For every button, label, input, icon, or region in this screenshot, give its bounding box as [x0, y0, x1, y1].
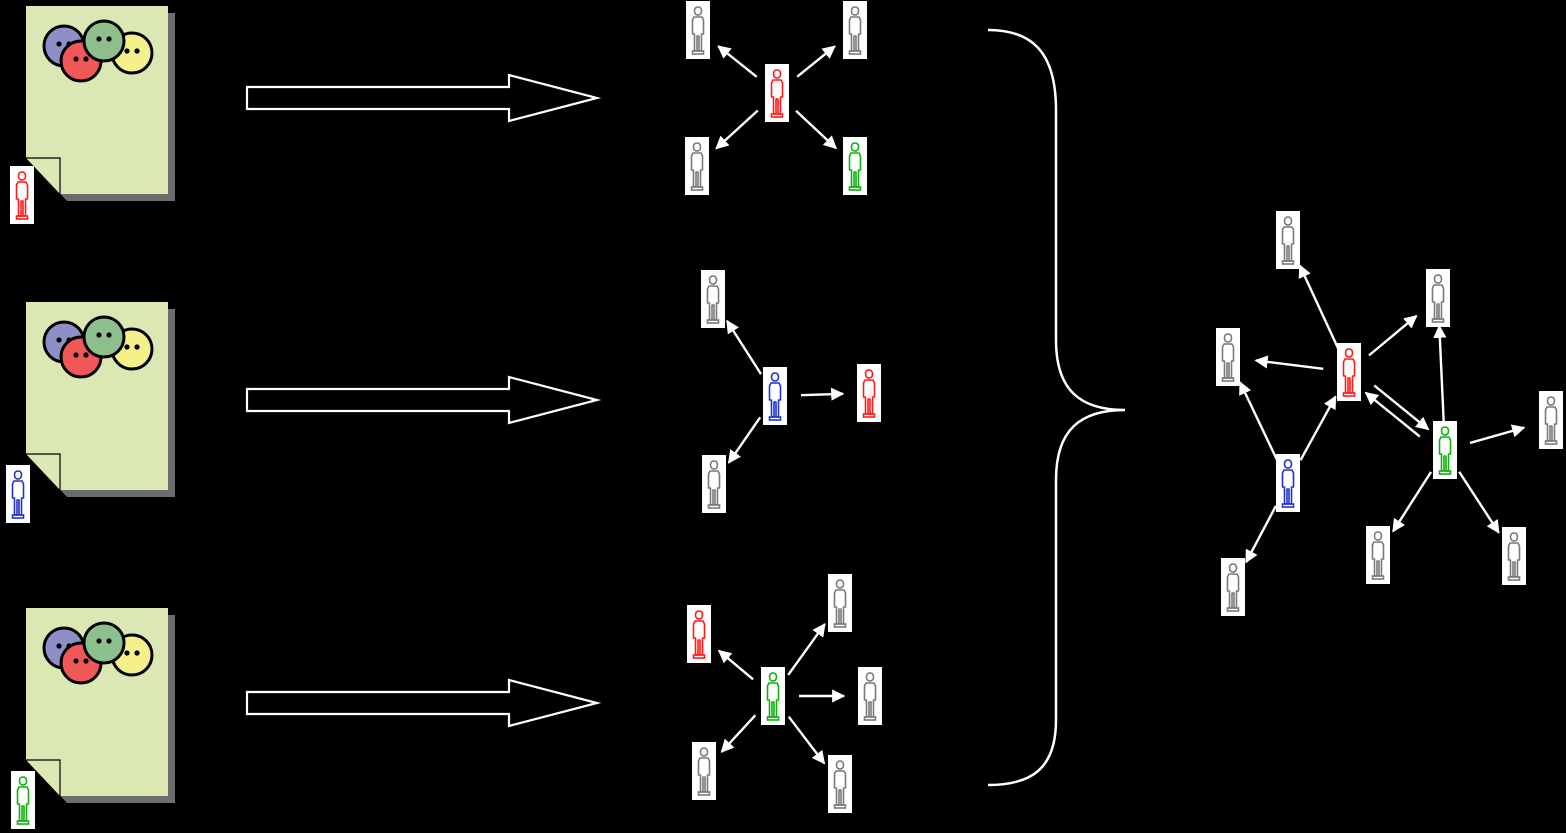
- merged-edge-arrow: [1433, 324, 1447, 425]
- merged-edge-arrow: [1368, 314, 1418, 357]
- ego-edge-arrow: [717, 649, 754, 681]
- document-owner-person-icon: [6, 465, 30, 523]
- merged-node-person-icon: [1433, 421, 1457, 479]
- ego-center-person-icon: [761, 667, 785, 725]
- ego-edge-arrow: [715, 109, 759, 150]
- ego-neighbor-person-icon: [843, 1, 867, 59]
- ego-neighbor-person-icon: [843, 137, 867, 195]
- merged-edge-arrow: [1392, 471, 1433, 533]
- ego-edge-arrow: [727, 416, 762, 464]
- transform-arrow-icon: [245, 375, 602, 425]
- ego-center-person-icon: [765, 64, 789, 122]
- merged-edge-arrow: [1458, 471, 1500, 534]
- ego-edge-arrow: [800, 387, 845, 401]
- face-green-icon: [82, 621, 126, 665]
- ego-edge-arrow: [725, 319, 763, 375]
- ego-neighbor-person-icon: [858, 667, 882, 725]
- merged-edge-arrow: [1299, 395, 1337, 461]
- merged-node-person-icon: [1337, 343, 1361, 401]
- document-with-faces-icon: [26, 302, 175, 497]
- document-with-faces-icon: [26, 608, 175, 803]
- ego-neighbor-person-icon: [702, 455, 726, 513]
- merged-edge-arrow: [1298, 264, 1340, 349]
- merged-edge-arrow: [1238, 381, 1278, 461]
- merged-node-person-icon: [1539, 391, 1563, 449]
- ego-edge-arrow: [787, 623, 826, 676]
- document-owner-person-icon: [10, 166, 34, 224]
- merged-edge-arrow: [1469, 424, 1526, 445]
- merged-edge-arrow: [1364, 391, 1421, 438]
- merged-node-person-icon: [1502, 527, 1526, 585]
- merged-edge-arrow: [1373, 384, 1430, 431]
- ego-edge-arrow: [796, 45, 836, 78]
- ego-neighbor-person-icon: [701, 270, 725, 328]
- merged-node-person-icon: [1366, 526, 1390, 584]
- ego-neighbor-person-icon: [857, 364, 881, 422]
- ego-neighbor-person-icon: [685, 137, 709, 195]
- ego-center-person-icon: [763, 367, 787, 425]
- ego-neighbor-person-icon: [828, 755, 852, 813]
- ego-neighbor-person-icon: [692, 742, 716, 800]
- merge-brace: [987, 28, 1126, 787]
- ego-edge-arrow: [795, 109, 837, 150]
- ego-neighbor-person-icon: [686, 1, 710, 59]
- document-owner-person-icon: [11, 771, 35, 829]
- merged-node-person-icon: [1221, 558, 1245, 616]
- document-with-faces-icon: [26, 6, 175, 201]
- merged-node-person-icon: [1276, 454, 1300, 512]
- transform-arrow-icon: [245, 678, 602, 728]
- face-green-icon: [82, 19, 126, 63]
- merged-edge-arrow: [1245, 505, 1277, 564]
- merged-node-person-icon: [1216, 328, 1240, 386]
- merged-node-person-icon: [1276, 211, 1300, 269]
- merged-edge-arrow: [1254, 355, 1324, 370]
- ego-neighbor-person-icon: [687, 605, 711, 663]
- transform-arrow-icon: [245, 73, 602, 123]
- ego-edge-arrow: [787, 715, 826, 765]
- merged-node-person-icon: [1426, 269, 1450, 327]
- ego-edge-arrow: [717, 45, 758, 78]
- ego-edge-arrow: [720, 714, 757, 753]
- ego-neighbor-person-icon: [828, 574, 852, 632]
- face-green-icon: [82, 315, 126, 359]
